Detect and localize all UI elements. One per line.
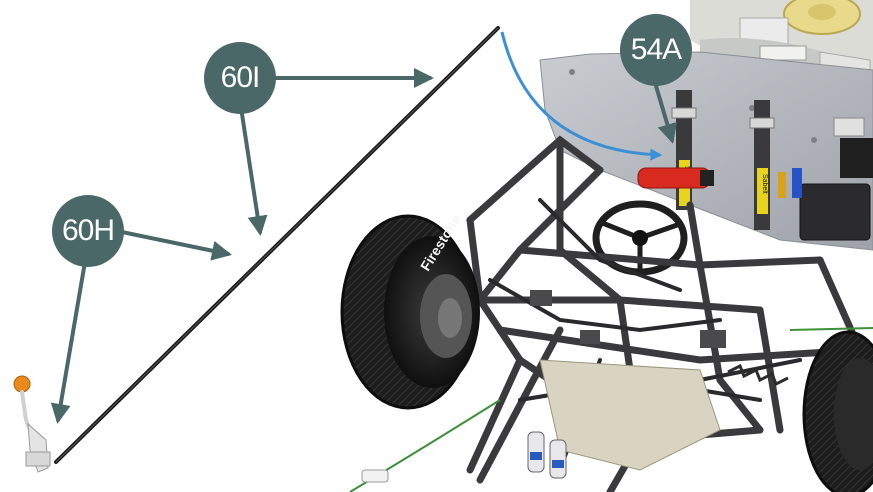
arrow-60h-to-shifter [50, 254, 88, 424]
callout-54a-label: 54A [630, 33, 682, 66]
gear-shifter-part [13, 375, 51, 473]
chassis-illustration: Sabelt Sabelt [340, 0, 873, 492]
gear-linkage-rod [54, 26, 500, 464]
insertion-arrow [500, 31, 663, 161]
arrow-54a-to-panel [654, 84, 678, 144]
arrow-60i-to-rod-joint [240, 112, 268, 236]
callout-54a: 54A [620, 14, 692, 86]
callout-60h-label: 60H [61, 214, 115, 247]
callout-arrows [50, 68, 678, 424]
callout-60i-label: 60I [220, 61, 261, 94]
callout-60h: 60H [52, 195, 124, 267]
belt-decal-right: Sabelt [761, 174, 768, 194]
arrow-60h-to-rod [120, 230, 232, 261]
callout-60i: 60I [204, 42, 276, 114]
